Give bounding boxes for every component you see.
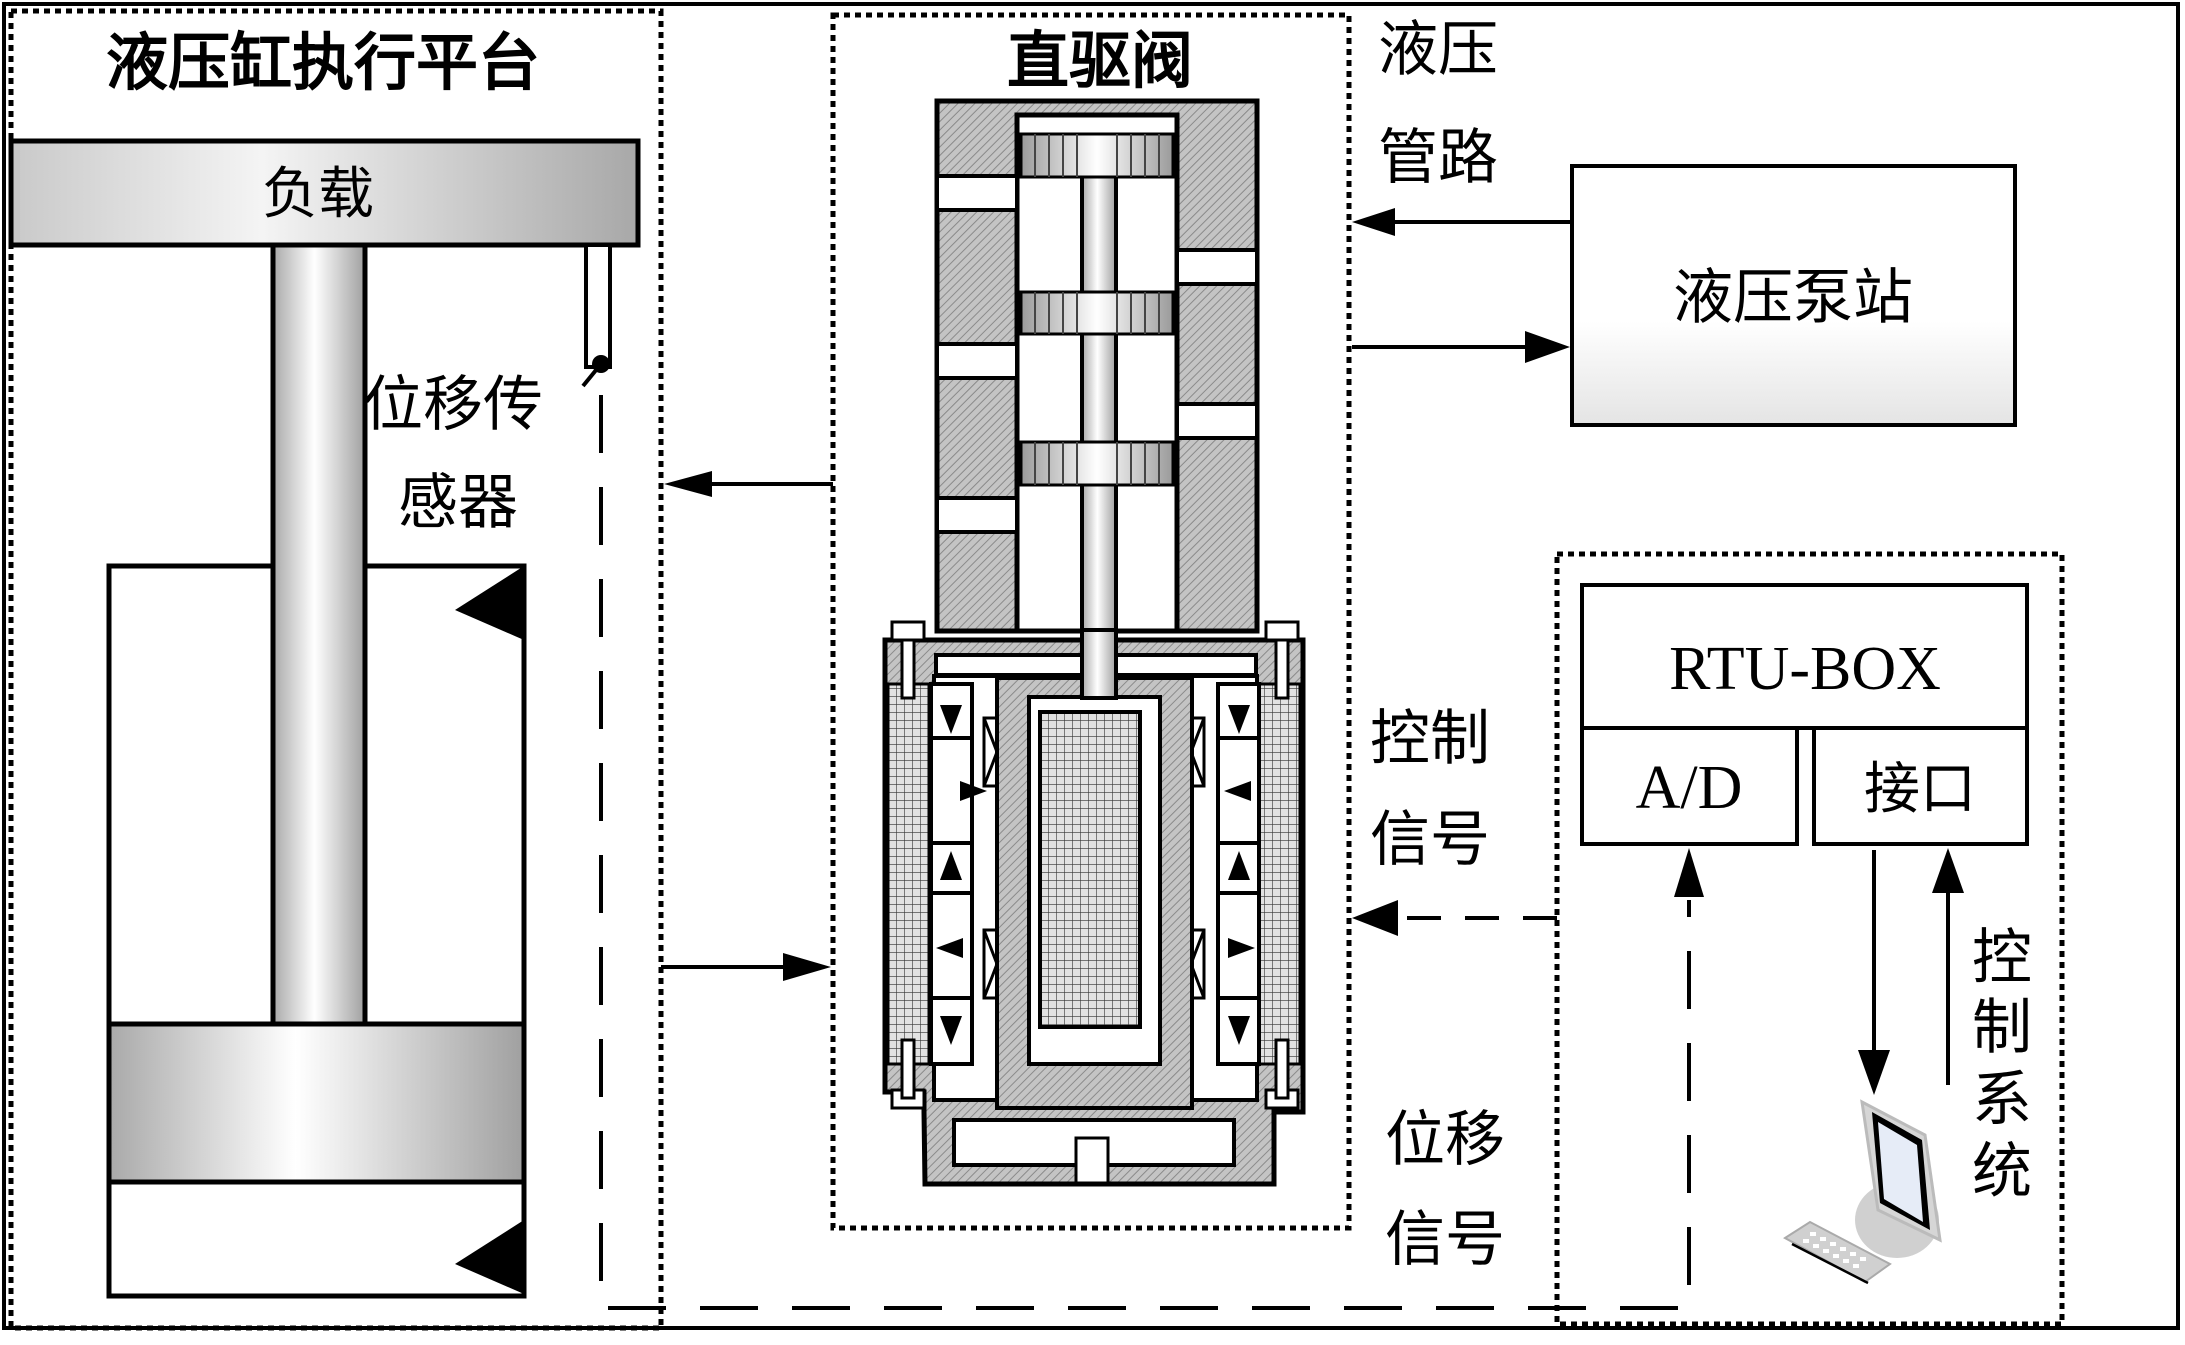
spool-land	[1019, 440, 1175, 487]
control-system-label-1: 控	[1972, 923, 2032, 993]
outer-magnet-left	[886, 682, 931, 1066]
rtu-box	[1580, 583, 2029, 730]
hydraulic-line-label-2: 管路	[1378, 123, 1498, 193]
monitor-screen	[1878, 1122, 1923, 1222]
arrow-up-icon	[1228, 851, 1250, 880]
valve-port	[935, 342, 1019, 380]
interface-label: 接口	[1864, 757, 1976, 822]
arrow-left-icon	[936, 938, 963, 958]
drive-shaft	[1080, 628, 1118, 700]
pc-to-interface-arrow-icon	[1932, 848, 1964, 893]
cylinder-platform-title: 液压缸执行平台	[106, 26, 540, 99]
valve-port	[1175, 248, 1259, 286]
housing-bottom-slot	[1074, 1136, 1110, 1185]
displacement-signal-label-2: 信号	[1385, 1205, 1505, 1275]
arrow-down-icon	[940, 1016, 962, 1045]
arrow-down-icon	[1228, 705, 1250, 734]
displacement-signal-label-1: 位移	[1385, 1105, 1505, 1175]
control-signal-label-2: 信号	[1370, 805, 1490, 875]
interface-module	[1812, 726, 2029, 846]
valve-to-cylinder-arrow-icon	[664, 471, 712, 497]
piston	[106, 1021, 527, 1185]
valve-port	[935, 174, 1019, 212]
cylinder-platform: 液压缸执行平台 负载 位移传 感器	[8, 8, 664, 1331]
piston-rod	[270, 242, 368, 1027]
valve-port	[1175, 402, 1259, 440]
lower-port-icon	[455, 1220, 524, 1294]
control-signal-arrow-icon	[1352, 900, 1398, 936]
adc-module	[1580, 726, 1799, 846]
arrow-right-icon	[1228, 938, 1255, 958]
arrow-down-icon	[1228, 1016, 1250, 1045]
displacement-sensor	[584, 243, 612, 369]
direct-drive-valve: 直驱阀	[830, 12, 1352, 1231]
control-system-label-4: 统	[1972, 1137, 2032, 1207]
armature	[1038, 710, 1142, 1029]
valve-boundary	[830, 12, 1352, 1231]
pump-return-arrow-icon	[1525, 331, 1570, 363]
keyboard-keys	[1803, 1232, 1866, 1268]
adc-label: A/D	[1636, 754, 1743, 822]
valve-title: 直驱阀	[1007, 24, 1193, 97]
upper-port-icon	[455, 566, 524, 640]
arrow-down-icon	[940, 705, 962, 734]
pump-supply-arrow-icon	[1352, 208, 1395, 236]
arrow-up-icon	[940, 851, 962, 880]
control-system-label-2: 制	[1972, 993, 2032, 1063]
load-block	[8, 138, 641, 248]
arrow-left-icon	[1224, 781, 1251, 801]
adc-input-arrow-icon	[1674, 848, 1704, 897]
pump-station-box	[1570, 164, 2017, 427]
control-signal-label-1: 控制	[1370, 704, 1490, 774]
cylinder-platform-boundary	[8, 8, 664, 1331]
load-label: 负载	[262, 162, 374, 227]
pump-station-label: 液压泵站	[1673, 263, 1913, 333]
sensor-label-line1: 位移传	[363, 370, 543, 440]
sensor-label-line2: 感器	[398, 468, 518, 538]
hydraulic-line-label-1: 液压	[1378, 15, 1498, 85]
magnetization-arrows	[936, 705, 1255, 1045]
spool-land	[1019, 290, 1175, 336]
cylinder-to-valve-arrow-icon	[783, 953, 831, 981]
bolts	[890, 620, 1300, 1110]
rtu-subsystem: RTU-BOX A/D 接口 控 制 系 统	[1554, 551, 2065, 1327]
spool-land	[1019, 132, 1175, 179]
valve-port	[935, 496, 1019, 534]
outer-magnet-right	[1257, 682, 1302, 1066]
spool-land-ridges	[1034, 134, 1160, 485]
arrow-right-icon	[960, 781, 987, 801]
computer-icon	[1783, 1099, 1942, 1285]
valve-spool-stem	[1080, 174, 1118, 698]
control-system-label-3: 系	[1972, 1065, 2032, 1135]
keyboard-edge	[1791, 1242, 1869, 1285]
sensor-leader-line	[581, 362, 603, 388]
rtu-label: RTU-BOX	[1669, 635, 1941, 703]
interface-to-pc-arrow-icon	[1858, 1050, 1890, 1095]
